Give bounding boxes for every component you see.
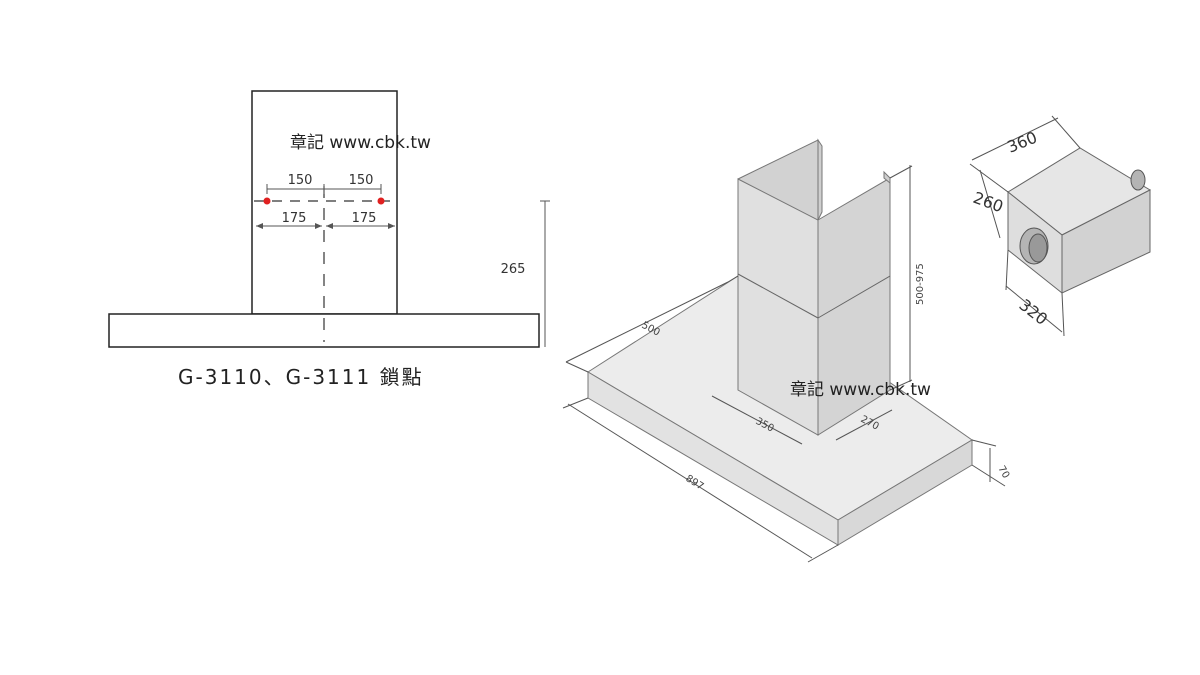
dim-175-right: 175 bbox=[352, 211, 377, 226]
iso-watermark: 章記 www.cbk.tw bbox=[790, 380, 931, 400]
motor-dim-320: 320 bbox=[1016, 295, 1052, 329]
mount-point-left bbox=[263, 197, 271, 205]
front-watermark: 章記 www.cbk.tw bbox=[290, 133, 431, 153]
dim-265: 265 bbox=[501, 262, 526, 277]
dim-70: 70 bbox=[995, 464, 1011, 481]
front-view: 150 150 175 175 265 章記 www.cbk.tw G-3110… bbox=[108, 90, 550, 389]
dim-897: 897 bbox=[683, 473, 705, 492]
dim-175-left: 175 bbox=[282, 211, 307, 226]
iso-view: 500 897 350 270 500-975 70 章記 www.cbk.tw bbox=[562, 138, 1011, 563]
motor-dim-360: 360 bbox=[1004, 128, 1039, 157]
motor-view: 360 260 320 bbox=[969, 115, 1152, 337]
dim-150-right: 150 bbox=[349, 173, 374, 188]
motor-dim-260: 260 bbox=[971, 188, 1006, 216]
front-caption: G-3110、G-3111 鎖點 bbox=[178, 365, 424, 389]
motor-side bbox=[1061, 189, 1151, 294]
mount-point-right bbox=[377, 197, 385, 205]
dim-500-975: 500-975 bbox=[915, 263, 926, 305]
motor-outlet-back bbox=[1130, 169, 1146, 191]
dim-150-left: 150 bbox=[288, 173, 313, 188]
